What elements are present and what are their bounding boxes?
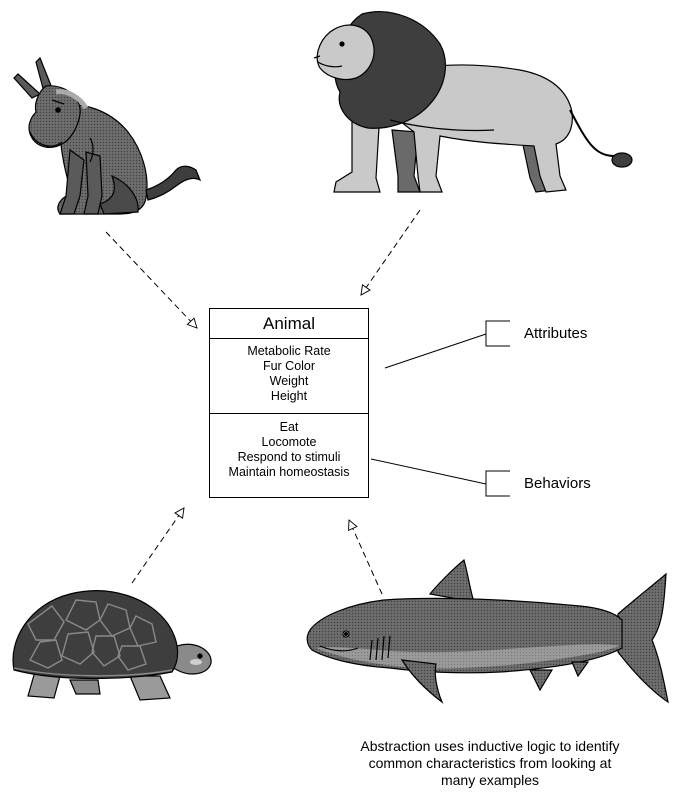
attributes-label: Attributes: [524, 325, 587, 342]
turtle-illustration: [13, 591, 211, 700]
behaviors-label: Behaviors: [524, 475, 591, 492]
attribute-item: Fur Color: [210, 359, 368, 374]
caption-line: common characteristics from looking at: [305, 755, 673, 772]
behaviors-section: Eat Locomote Respond to stimuli Maintain…: [210, 414, 368, 480]
behavior-item: Maintain homeostasis: [210, 465, 368, 480]
arrow-donkey-to-animal: [106, 232, 197, 328]
attribute-item: Height: [210, 389, 368, 404]
arrow-shark-to-animal: [349, 520, 382, 594]
attributes-section: Metabolic Rate Fur Color Weight Height: [210, 339, 368, 414]
lion-illustration: [314, 12, 632, 192]
arrow-turtle-to-animal: [132, 508, 184, 583]
behavior-item: Locomote: [210, 435, 368, 450]
annotation-connectors: [371, 321, 510, 496]
arrow-lion-to-animal: [361, 210, 420, 295]
behavior-item: Eat: [210, 420, 368, 435]
animal-class-box: Animal Metabolic Rate Fur Color Weight H…: [209, 308, 369, 498]
attribute-item: Weight: [210, 374, 368, 389]
shark-illustration: [307, 560, 668, 702]
class-name: Animal: [210, 309, 368, 339]
behavior-item: Respond to stimuli: [210, 450, 368, 465]
caption-line: Abstraction uses inductive logic to iden…: [305, 738, 673, 755]
caption: Abstraction uses inductive logic to iden…: [305, 738, 673, 789]
attribute-item: Metabolic Rate: [210, 344, 368, 359]
donkey-illustration: [14, 58, 200, 214]
caption-line: many examples: [305, 772, 673, 789]
